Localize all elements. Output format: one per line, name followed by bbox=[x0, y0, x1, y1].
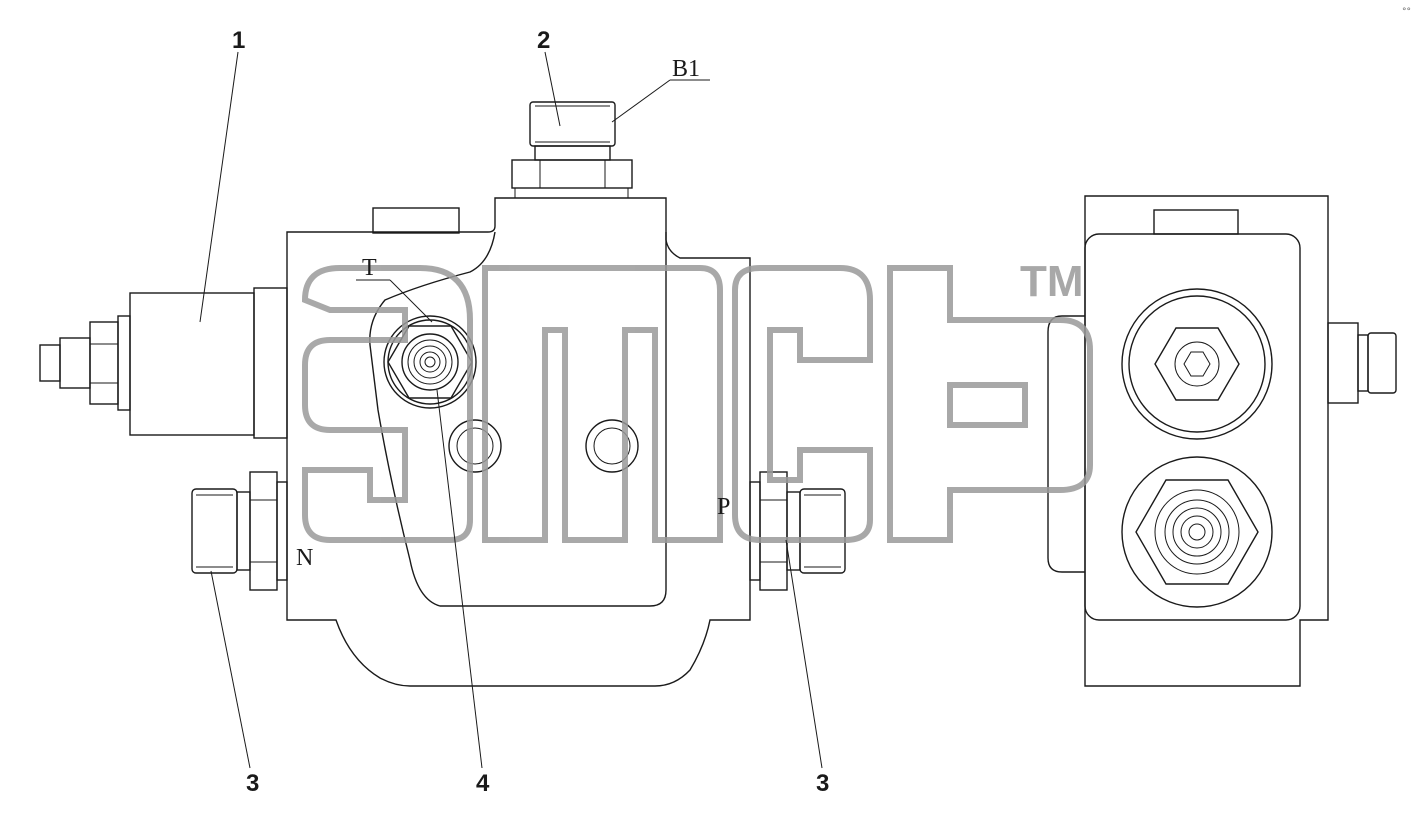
callout-1: 1 bbox=[232, 27, 245, 54]
callout-4: 4 bbox=[476, 770, 490, 797]
port-label-b1: B1 bbox=[672, 56, 700, 82]
solenoid-coil bbox=[39, 287, 288, 439]
main-valve-body bbox=[286, 197, 751, 687]
side-view-body bbox=[1047, 195, 1397, 687]
port-label-p: P bbox=[717, 494, 730, 520]
port-label-t: T bbox=[362, 255, 377, 281]
port-label-n: N bbox=[296, 545, 313, 571]
side-view-upper-plug bbox=[1121, 288, 1273, 440]
callout-3-left: 3 bbox=[246, 770, 259, 797]
callout-3-right: 3 bbox=[816, 770, 829, 797]
leader-lines bbox=[199, 51, 823, 769]
watermark-tm: TM bbox=[1020, 257, 1084, 306]
t-port-fitting bbox=[383, 315, 477, 409]
n-port-fitting bbox=[191, 471, 288, 591]
top-fitting bbox=[511, 101, 633, 198]
body-ports bbox=[448, 419, 639, 473]
watermark-logo: TM bbox=[301, 257, 1093, 543]
corner-mark: °° bbox=[1402, 7, 1411, 17]
callout-2: 2 bbox=[537, 27, 550, 54]
side-view-lower-fitting bbox=[1121, 456, 1273, 608]
p-port-fitting bbox=[749, 471, 846, 591]
